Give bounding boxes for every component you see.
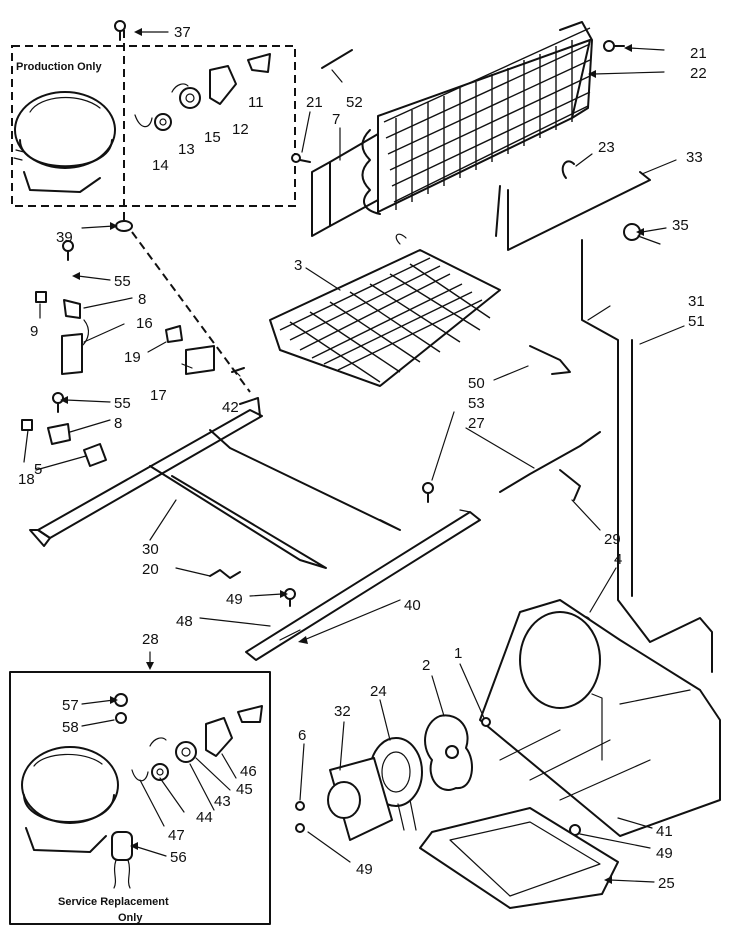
callout-24: 24 [370, 683, 387, 700]
drain-pan [419, 807, 619, 909]
callout-labels: 37 21 22 52 21 7 11 12 15 13 14 23 33 35… [18, 24, 707, 892]
temperature-sensor [623, 223, 661, 245]
callout-21: 21 [690, 45, 707, 62]
service-title-line-1: Service Replacement [58, 896, 169, 908]
compressor-service [21, 746, 119, 853]
callout-4: 4 [614, 551, 622, 568]
defrost-heater [507, 171, 651, 251]
callout-58: 58 [62, 719, 79, 736]
callout-30: 30 [142, 541, 159, 558]
callout-8: 8 [138, 291, 146, 308]
leader-dashed [131, 231, 251, 393]
callout-13: 13 [178, 141, 195, 158]
callout-6: 6 [298, 727, 306, 744]
callout-18: 18 [18, 471, 35, 488]
callout-55: 55 [114, 273, 131, 290]
callout-14: 14 [152, 157, 169, 174]
overload-relay-parts-production [134, 53, 271, 131]
callout-46: 46 [240, 763, 257, 780]
rail [245, 509, 481, 661]
callout-17: 17 [150, 387, 167, 404]
callout-51: 51 [688, 313, 705, 330]
callout-47: 47 [168, 827, 185, 844]
callout-16: 16 [136, 315, 153, 332]
callout-35: 35 [672, 217, 689, 234]
fan-blade [424, 714, 491, 791]
callout-9: 9 [30, 323, 38, 340]
callout-8: 8 [114, 415, 122, 432]
production-only-box: Production Only [11, 45, 296, 207]
callout-52: 52 [346, 94, 363, 111]
callout-53: 53 [468, 395, 485, 412]
callout-21: 21 [306, 94, 323, 111]
callout-28: 28 [142, 631, 159, 648]
production-only-title: Production Only [16, 61, 102, 73]
callout-27: 27 [468, 415, 485, 432]
callout-25: 25 [658, 875, 675, 892]
callout-43: 43 [214, 793, 231, 810]
base-plate [479, 599, 721, 837]
callout-23: 23 [598, 139, 615, 156]
callout-50: 50 [468, 375, 485, 392]
callout-48: 48 [176, 613, 193, 630]
callout-11: 11 [248, 94, 264, 111]
callout-49: 49 [226, 591, 243, 608]
callout-49: 49 [356, 861, 373, 878]
clip [561, 160, 575, 179]
leader-lines [23, 28, 685, 884]
callout-19: 19 [124, 349, 141, 366]
callout-41: 41 [656, 823, 673, 840]
callout-20: 20 [142, 561, 159, 578]
bracket [529, 345, 571, 375]
condenser-coil [269, 233, 501, 387]
callout-55: 55 [114, 395, 131, 412]
left-small-parts [21, 291, 245, 467]
filter-drier [499, 431, 601, 501]
callout-37: 37 [174, 24, 191, 41]
callout-15: 15 [204, 129, 221, 146]
callout-31: 31 [688, 293, 705, 310]
mounting-clip [209, 569, 241, 579]
service-title-line-2: Only [118, 912, 143, 924]
callout-22: 22 [690, 65, 707, 82]
callout-1: 1 [454, 645, 462, 662]
callout-49: 49 [656, 845, 673, 862]
callout-5: 5 [34, 461, 42, 478]
callout-32: 32 [334, 703, 351, 720]
frame-rail [29, 397, 401, 569]
callout-44: 44 [196, 809, 213, 826]
evaporator-coil [361, 21, 593, 215]
evaporator-bracket [311, 133, 379, 237]
service-replacement-box: Service Replacement Only [9, 671, 271, 925]
callout-39: 39 [56, 229, 73, 246]
callout-56: 56 [170, 849, 187, 866]
callout-45: 45 [236, 781, 253, 798]
grommet [115, 220, 133, 232]
fan-motor [327, 737, 423, 841]
heater-lead [495, 185, 501, 237]
callout-3: 3 [294, 257, 302, 274]
tubing [581, 239, 713, 673]
callout-40: 40 [404, 597, 421, 614]
spring [321, 49, 353, 69]
callout-29: 29 [604, 531, 621, 548]
callout-2: 2 [422, 657, 430, 674]
callout-33: 33 [686, 149, 703, 166]
callout-42: 42 [222, 399, 239, 416]
callout-12: 12 [232, 121, 249, 138]
callout-57: 57 [62, 697, 79, 714]
compressor-production [13, 91, 116, 193]
callout-7: 7 [332, 111, 340, 128]
overload-relay-parts-service [111, 693, 263, 889]
